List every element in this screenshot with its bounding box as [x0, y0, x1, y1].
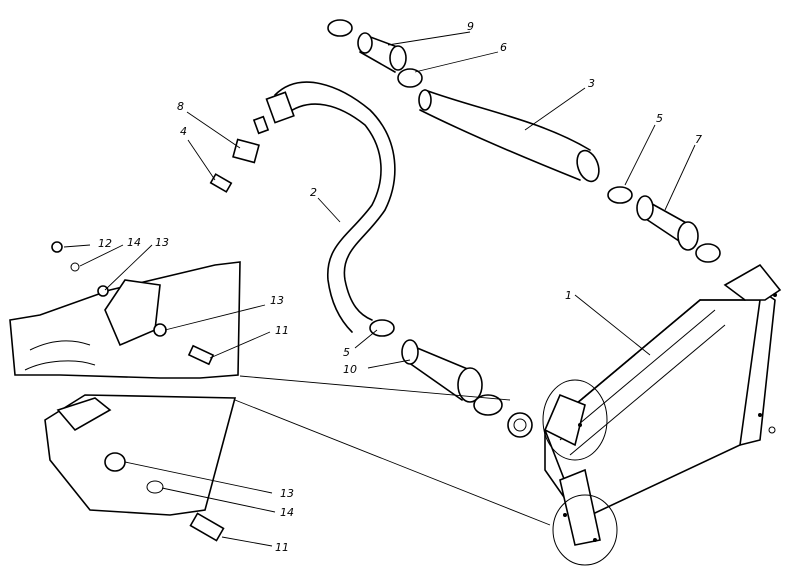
leader-lines	[63, 31, 696, 547]
label-5-lower: 5	[343, 346, 350, 359]
left-upper-bracket	[9, 241, 241, 379]
sleeve-10	[401, 339, 483, 403]
label-1: 1	[565, 289, 572, 302]
left-lower-bracket	[44, 394, 237, 542]
connection-lines	[234, 375, 551, 526]
label-14-lower: 14	[280, 506, 294, 519]
label-6: 6	[500, 41, 507, 54]
label-5-upper: 5	[656, 112, 663, 125]
sleeve-9	[357, 32, 407, 73]
label-13-lower: 13	[280, 487, 294, 500]
charge-air-cooler	[507, 263, 782, 566]
part-labels: 1 2 3 4 5 5 6 7 8 9 10 11 11 12 13 13 13…	[98, 20, 702, 554]
label-10: 10	[343, 363, 357, 376]
label-8: 8	[177, 100, 184, 113]
label-11-lower: 11	[275, 541, 289, 554]
label-2: 2	[310, 186, 317, 199]
bent-pipe	[265, 81, 396, 333]
straight-hose	[418, 89, 600, 183]
label-7: 7	[695, 133, 702, 146]
label-4: 4	[180, 125, 187, 138]
label-14-upper: 14	[127, 236, 141, 249]
fitting-4	[209, 173, 233, 193]
label-11-upper: 11	[275, 324, 289, 337]
label-13-middle: 13	[270, 294, 284, 307]
nozzle-8	[232, 115, 270, 164]
label-13-upper: 13	[155, 236, 169, 249]
label-9: 9	[467, 20, 474, 33]
label-3: 3	[588, 77, 595, 90]
hose-clamps	[327, 19, 721, 416]
sleeve-7	[636, 195, 699, 251]
label-12: 12	[98, 237, 112, 250]
